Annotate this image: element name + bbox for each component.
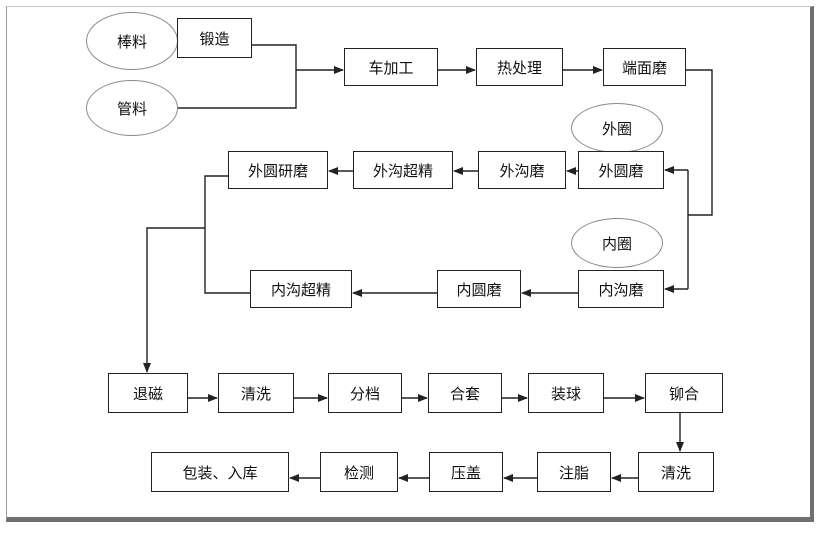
step-inner-cylindrical-grinding: 内圆磨 xyxy=(437,270,521,308)
step-turning: 车加工 xyxy=(344,48,438,86)
inner-ring-label: 内圈 xyxy=(601,234,632,253)
line-to-demagnetize xyxy=(143,227,205,373)
step-packing-storage: 包装、入库 xyxy=(151,452,289,492)
step-inner-groove-superfinish: 内沟超精 xyxy=(250,270,352,308)
tube-stock-label: 管料 xyxy=(116,99,147,118)
outer-ring-label: 外圈 xyxy=(601,119,632,138)
step-outer-groove-superfinish: 外沟超精 xyxy=(353,151,453,189)
line-forging-to-merge xyxy=(252,44,297,70)
line-face-grinding-down xyxy=(686,69,713,289)
bar-stock-node: 棒料 xyxy=(86,12,178,70)
line-outer-polish-left xyxy=(204,175,250,294)
step-cleaning-1: 清洗 xyxy=(218,373,294,413)
tube-stock-node: 管料 xyxy=(86,80,178,136)
step-outer-cylindrical-grinding: 外圆磨 xyxy=(578,151,664,189)
line-tube-to-merge xyxy=(178,70,297,109)
outer-ring-node: 外圈 xyxy=(571,103,663,153)
step-inner-groove-grinding: 内沟磨 xyxy=(578,270,664,308)
bar-stock-label: 棒料 xyxy=(116,32,147,51)
step-sorting: 分档 xyxy=(328,373,402,413)
step-demagnetize: 退磁 xyxy=(108,373,188,413)
step-matching: 合套 xyxy=(428,373,502,413)
step-forging: 锻造 xyxy=(177,18,252,58)
step-inspection: 检测 xyxy=(320,452,398,492)
step-heat-treatment: 热处理 xyxy=(476,48,563,86)
step-ball-loading: 装球 xyxy=(528,373,604,413)
step-riveting: 铆合 xyxy=(645,373,723,413)
inner-ring-node: 内圈 xyxy=(571,218,663,268)
step-greasing: 注脂 xyxy=(537,452,611,492)
step-capping: 压盖 xyxy=(429,452,503,492)
image-frame xyxy=(6,6,814,522)
step-outer-grinding-polish: 外圆研磨 xyxy=(228,151,328,189)
step-outer-groove-grinding: 外沟磨 xyxy=(478,151,566,189)
step-cleaning-2: 清洗 xyxy=(638,452,714,492)
step-face-grinding: 端面磨 xyxy=(603,48,686,86)
